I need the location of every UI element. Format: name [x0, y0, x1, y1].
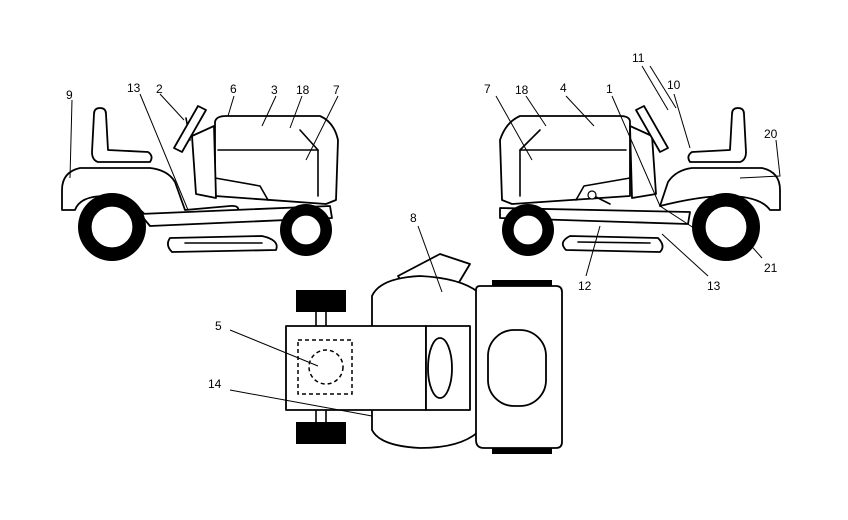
steering-wheel-right [635, 105, 669, 153]
tractor-right-side-view: 7 18 4 1 11 10 20 21 13 12 [484, 51, 781, 293]
hood-crease-right [519, 129, 541, 151]
rear-fender [61, 167, 240, 221]
leader-2 [159, 93, 185, 121]
hood-side-line-right [575, 177, 631, 201]
leader-7-left [305, 95, 339, 161]
callout-7-left: 7 [333, 83, 340, 97]
callout-4: 4 [560, 81, 567, 95]
front-hub-right [512, 214, 544, 246]
steering-wheel-top [427, 337, 453, 399]
callout-10: 10 [667, 78, 681, 92]
front-hub-left [290, 214, 322, 246]
front-wheel-top-lower [296, 422, 346, 444]
tractor-left-side-view: 9 13 2 6 3 18 7 [61, 81, 340, 261]
rear-hub-right [704, 205, 748, 249]
hood-top [285, 325, 427, 411]
seat-right [687, 107, 747, 163]
rear-hub-left [90, 205, 134, 249]
leader-21 [745, 239, 763, 259]
seat [91, 107, 153, 163]
callout-18-right: 18 [515, 83, 529, 97]
leader-13-right [661, 233, 709, 277]
rear-wheel-top-lower [492, 448, 552, 454]
leader-4 [565, 95, 595, 127]
leader-9 [69, 99, 73, 179]
front-wheel-top-upper [296, 290, 346, 312]
callout-3: 3 [271, 83, 278, 97]
leader-10 [673, 93, 691, 149]
callout-13-left: 13 [127, 81, 141, 95]
callout-8: 8 [410, 211, 417, 225]
engine-pulley-dashed [308, 349, 344, 385]
leader-20 [739, 139, 781, 179]
leader-3 [261, 95, 277, 127]
leader-13-left [139, 93, 189, 211]
leader-18-left [289, 95, 303, 129]
callout-18-left: 18 [296, 83, 310, 97]
dash-console-right [629, 125, 657, 199]
callout-20: 20 [764, 127, 778, 141]
deck-line-right [577, 241, 651, 244]
front-axle-links [315, 311, 327, 423]
hood [214, 115, 339, 205]
leader-5 [229, 329, 319, 367]
callout-6: 6 [230, 82, 237, 96]
hood-side-line [214, 177, 269, 201]
lever-knob [587, 190, 597, 200]
callout-1: 1 [606, 82, 613, 96]
leader-7-right [495, 95, 533, 161]
engine-outline-dashed [297, 339, 353, 395]
steering-wheel [173, 105, 207, 153]
leader-8 [417, 225, 443, 293]
callout-7-right: 7 [484, 82, 491, 96]
leader-6 [227, 95, 235, 117]
callout-12: 12 [578, 279, 592, 293]
callout-11: 11 [632, 51, 645, 65]
mower-deck-right [561, 235, 664, 253]
dash-console [191, 125, 217, 199]
leader-14 [229, 389, 373, 417]
hood-crease [299, 129, 319, 151]
callout-13-right: 13 [707, 279, 721, 293]
leader-1 [611, 95, 701, 233]
callout-14: 14 [208, 377, 222, 391]
leader-18-right [525, 95, 547, 127]
callout-21: 21 [764, 261, 778, 275]
tractor-top-view: 8 5 14 [208, 211, 563, 454]
leader-11a [641, 65, 669, 111]
mower-deck [167, 235, 278, 253]
lift-lever [593, 195, 611, 205]
frame-rail [139, 205, 333, 227]
seat-top [487, 329, 547, 407]
callout-5: 5 [215, 319, 222, 333]
callout-9: 9 [66, 88, 73, 102]
callout-2: 2 [156, 82, 163, 96]
leader-11b [649, 65, 677, 109]
rear-wheel-top-upper [492, 280, 552, 286]
leader-12 [585, 225, 601, 277]
